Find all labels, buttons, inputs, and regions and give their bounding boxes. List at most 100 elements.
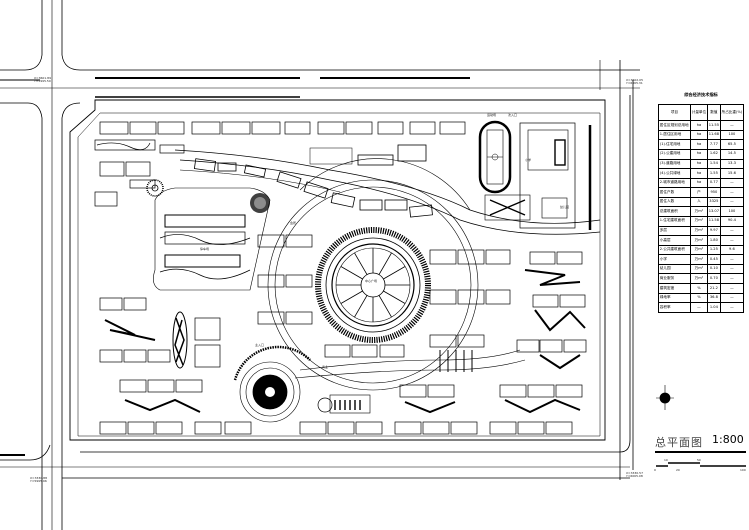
cell-value: 1.04 (706, 302, 721, 313)
table-header-row: 项目 计量单位 数值 所占比重(%) (658, 103, 745, 122)
cell-value: 7.77 (706, 139, 721, 150)
cell-item: 小高层 (658, 235, 691, 246)
cell-item: 商业服务 (658, 273, 691, 284)
table-row: 绿地率%36.8— (658, 292, 745, 304)
label-club: 会所 (290, 221, 297, 225)
cell-unit: — (689, 302, 708, 313)
cell-item: 建筑密度 (658, 283, 691, 294)
cell-value: 0.10 (706, 263, 721, 275)
central-plaza (267, 158, 479, 391)
cell-ratio: — (719, 283, 745, 294)
coord-top-left: X=3601.89 Y=5995.50 (34, 76, 51, 84)
coord-bottom-left: X=3330.88 Y=5995.96 (30, 476, 47, 484)
cell-ratio: — (719, 273, 745, 284)
label-sports-field: 运动场 (487, 113, 497, 117)
cell-ratio: 100 (719, 206, 745, 217)
cell-unit: ha (689, 129, 708, 141)
building-row-top (99, 121, 466, 135)
plaza-spoke (378, 252, 392, 275)
building-rows-west (99, 234, 405, 368)
cell-ratio: — (719, 120, 745, 131)
cell-unit: 万m² (689, 244, 708, 256)
cell-item: (4).公共绿地 (658, 168, 691, 179)
cell-item: 总建筑面积 (658, 206, 691, 217)
coord-top-right: X=3602.05 Y=6065.31 (626, 78, 643, 86)
plaza-spoke (378, 295, 392, 318)
cell-item: 2.公共建筑面积 (658, 244, 691, 256)
cell-unit: % (689, 292, 708, 304)
curved-road (174, 144, 601, 235)
cell-value: 950 (706, 187, 721, 198)
cell-ratio: 14.5 (719, 148, 745, 160)
cell-value: 11.55 (706, 120, 721, 131)
header-ratio: 所占比重(%) (719, 103, 745, 122)
cell-item: 容积率 (658, 302, 691, 313)
cell-value: 1.55 (706, 168, 721, 179)
cell-value: 36.8 (706, 292, 721, 304)
cell-item: (3).道路用地 (658, 158, 691, 170)
plaza-spoke (340, 290, 363, 304)
building-rows-east (429, 249, 587, 370)
cell-item: 居住户数 (658, 187, 691, 198)
cell-ratio: — (719, 263, 745, 275)
cell-value: 1.25 (706, 244, 721, 256)
plaza-spoke (340, 266, 363, 280)
cell-ratio: — (719, 187, 745, 198)
internal-paths (294, 349, 526, 379)
cell-ratio: 15.6 (719, 168, 745, 179)
cell-unit: 万m² (689, 254, 708, 265)
cell-item: (2).公建用地 (658, 148, 691, 160)
cell-unit: ha (689, 148, 708, 160)
landscape-features (146, 179, 270, 369)
cell-ratio: — (719, 302, 745, 313)
cell-ratio: 100 (719, 129, 745, 141)
table-title: 综合经济技术指标 (684, 92, 718, 97)
cell-value: 1.62 (706, 148, 721, 160)
header-unit: 计量单位 (689, 103, 708, 122)
cell-item: 1.居住区用地 (658, 129, 691, 141)
cell-unit: 万m² (689, 206, 708, 217)
cell-value: 1.80 (706, 235, 721, 246)
table-row: 容积率—1.04— (658, 302, 745, 313)
plaza-spoke (383, 290, 406, 304)
road-network (0, 0, 640, 530)
building-row-bottom (99, 379, 583, 435)
scale-bar (656, 462, 746, 467)
plaza-spoke (383, 266, 406, 280)
cell-unit: ha (689, 120, 708, 131)
cell-item: 2.城市道路用地 (658, 177, 691, 189)
cell-unit: 人 (689, 196, 708, 208)
cell-unit: 万m² (689, 225, 708, 237)
label-entrance-main: 主入口 (255, 343, 265, 347)
cell-item: 1.住宅建筑面积 (658, 215, 691, 227)
cell-value: 3325 (706, 196, 721, 208)
cell-item: 幼儿园 (658, 263, 691, 275)
cell-ratio: — (719, 177, 745, 189)
title-underline (655, 451, 746, 453)
cell-value: 11.58 (706, 215, 721, 227)
scale-tick-10: 10 (664, 458, 668, 462)
upper-left-block (94, 139, 185, 207)
cell-unit: 户 (689, 187, 708, 198)
plaza-spoke (354, 252, 368, 275)
cell-item: 多层 (658, 225, 691, 237)
cell-ratio: 65.5 (719, 139, 745, 150)
cell-unit: ha (689, 158, 708, 170)
cell-ratio: — (719, 196, 745, 208)
parking-lots-left (153, 187, 271, 291)
label-kindergarten: 幼儿园 (560, 205, 570, 209)
cell-value: 13.07 (706, 206, 721, 217)
north-arrow-icon (656, 385, 674, 410)
